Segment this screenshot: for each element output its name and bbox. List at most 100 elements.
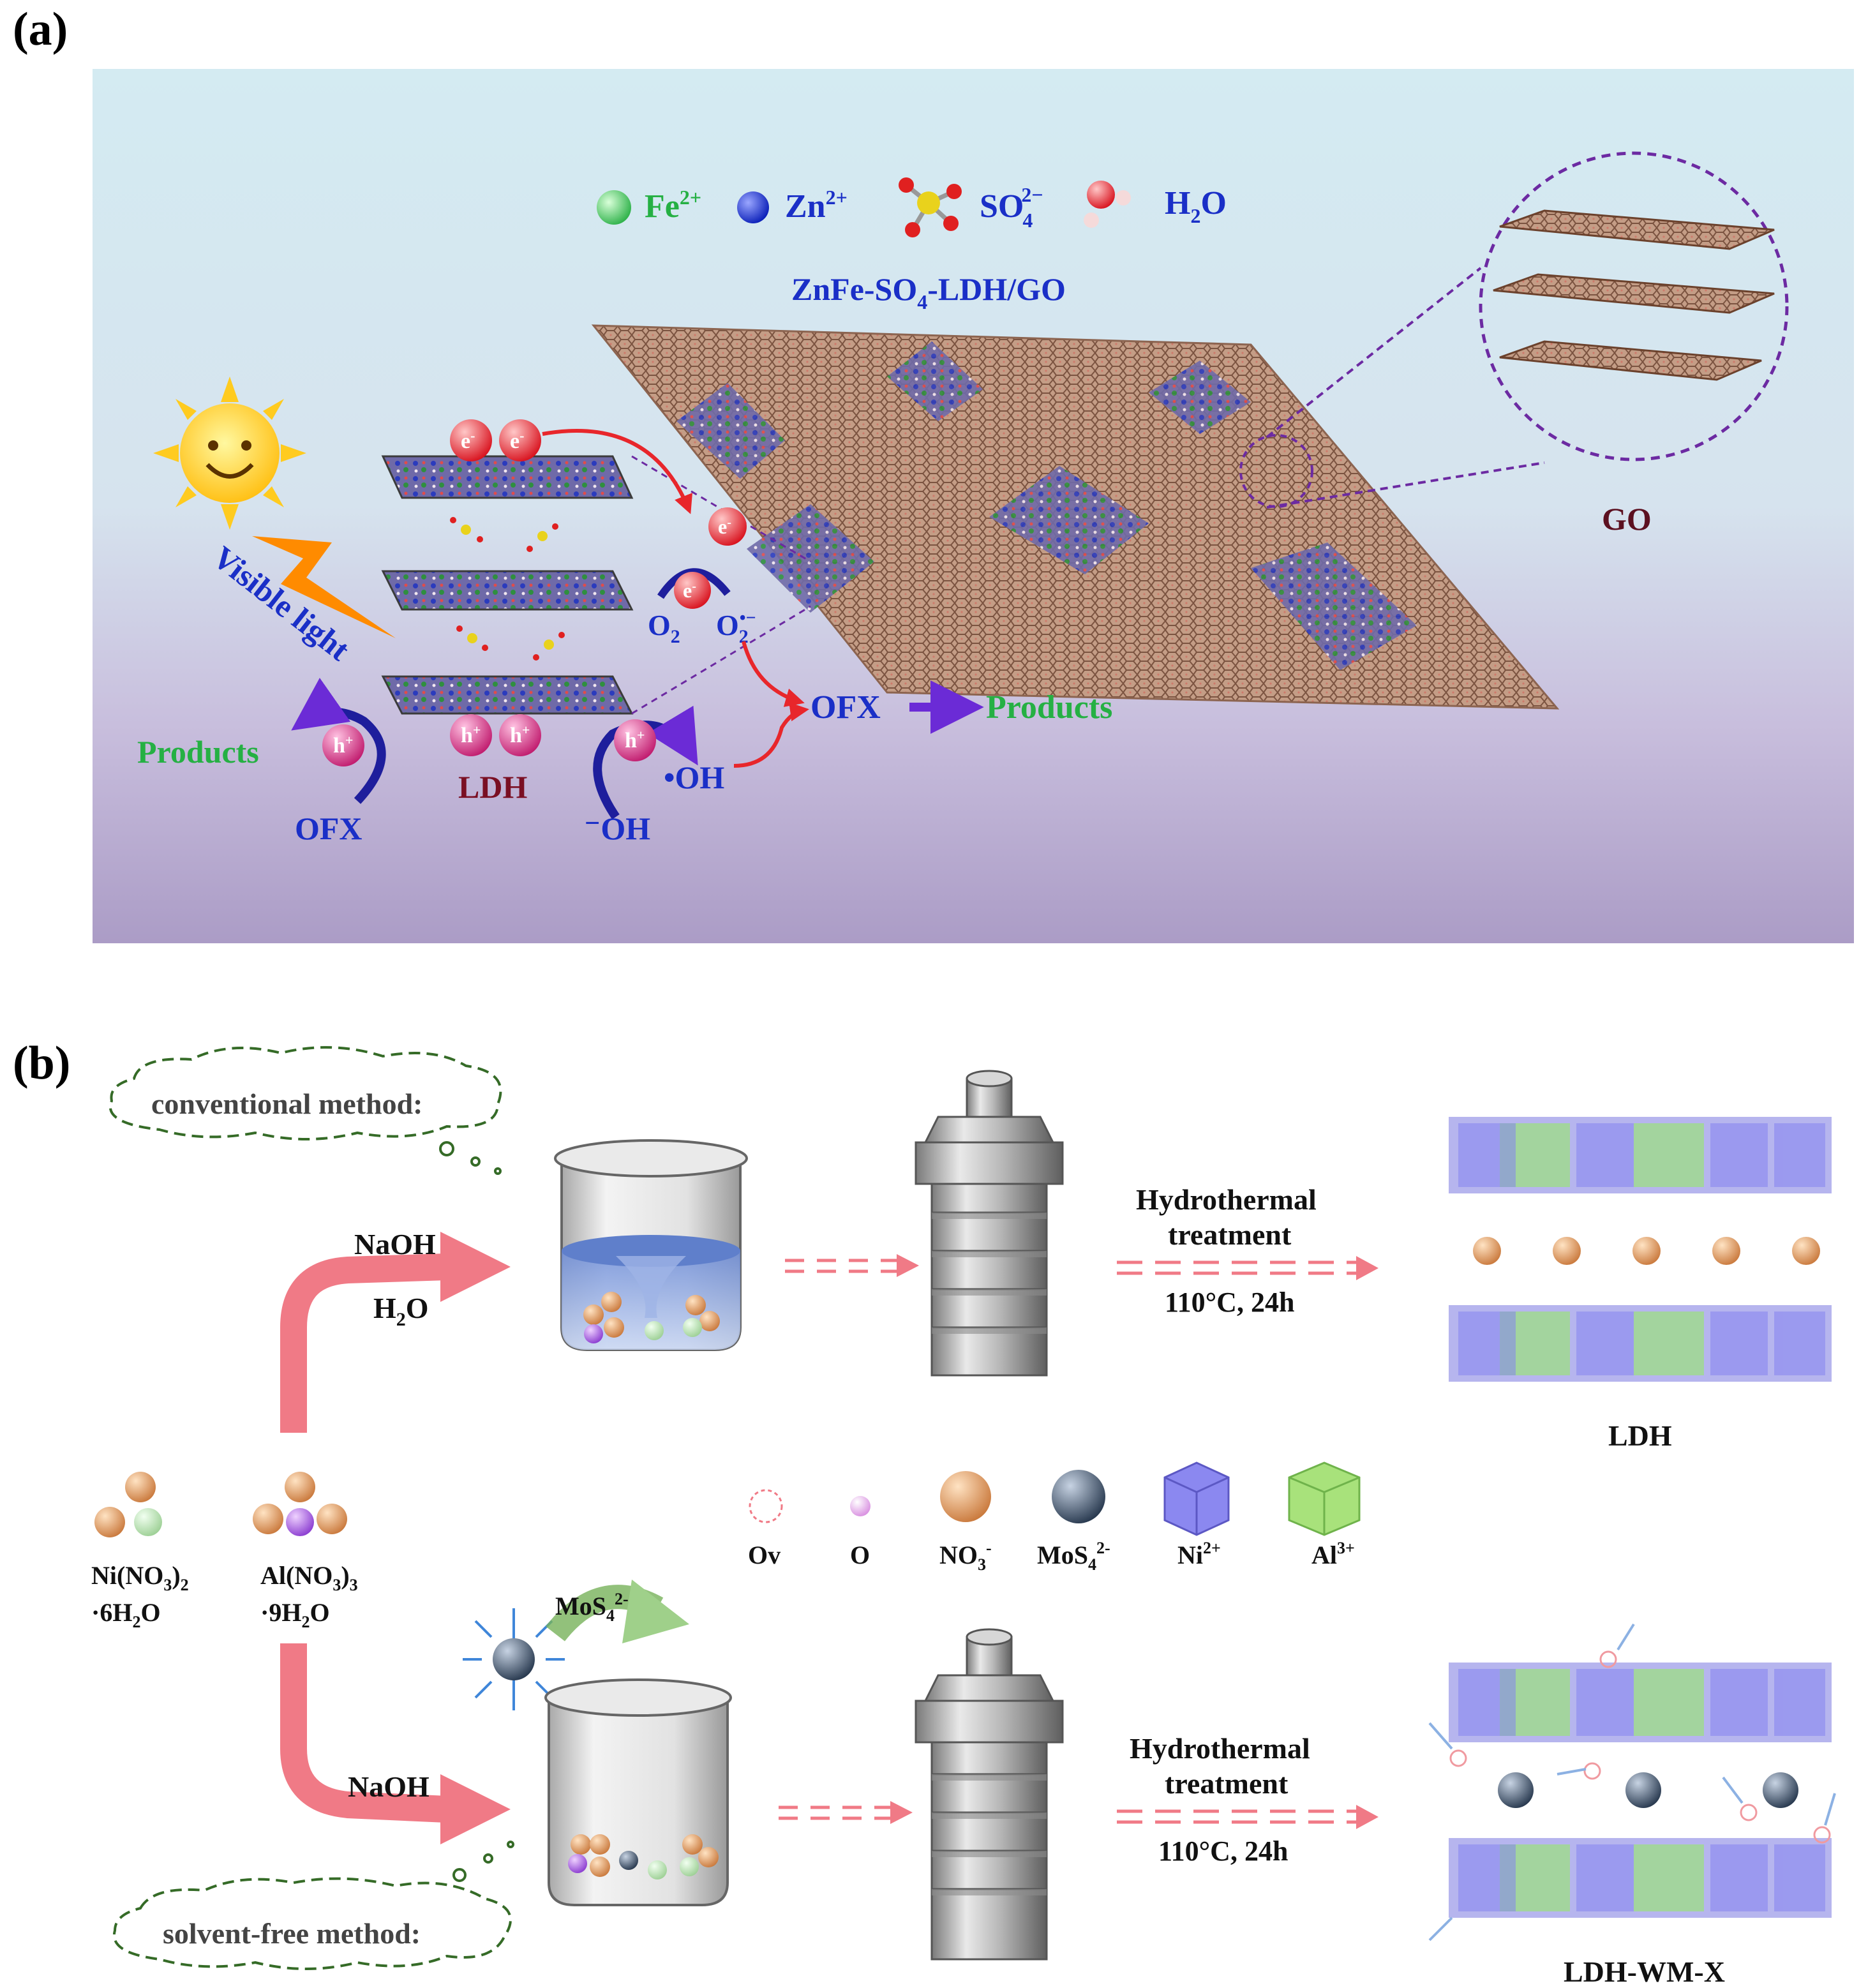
hole-4: h+ bbox=[614, 719, 656, 761]
beaker-solvent-free bbox=[544, 1678, 732, 1906]
solvent-free-route-arrowhead bbox=[440, 1774, 511, 1844]
electron-1: e- bbox=[450, 419, 492, 461]
naoh-top-label: NaOH bbox=[354, 1228, 436, 1260]
zn-ion-icon bbox=[737, 191, 769, 223]
o-legend-label: O bbox=[850, 1541, 870, 1569]
hole-2: h+ bbox=[499, 714, 541, 756]
hydrothermal-bottom-line1: Hydrothermal bbox=[1130, 1732, 1310, 1765]
hole-oxidation-arc bbox=[291, 678, 386, 804]
fe-ion-icon bbox=[597, 190, 631, 225]
panel-a-legend: Fe2+ Zn2+ SO42− H2O bbox=[597, 177, 1227, 237]
ni-octahedron-icon bbox=[1163, 1461, 1230, 1536]
mos4-addition-arrowhead bbox=[622, 1580, 689, 1643]
svg-text:e-: e- bbox=[461, 428, 475, 453]
molybdate-icon bbox=[1052, 1470, 1105, 1523]
radical-to-ofx-arrow bbox=[733, 702, 809, 768]
water-molecule-icon bbox=[1084, 181, 1131, 228]
oxygen-atom-icon bbox=[850, 1496, 870, 1516]
svg-text:h+: h+ bbox=[510, 722, 530, 747]
hydroxyl-radical-label: •OH bbox=[664, 759, 724, 795]
no3-legend-label: NO3- bbox=[939, 1539, 992, 1574]
water-legend-label: H2O bbox=[1165, 185, 1227, 227]
hydrothermal-top-line2: treatment bbox=[1168, 1218, 1292, 1251]
ldh-layered-structure bbox=[381, 455, 634, 715]
ldh-product-label: LDH bbox=[1608, 1419, 1672, 1452]
electron-3: e- bbox=[708, 507, 747, 546]
products-center-label: Products bbox=[986, 689, 1112, 726]
mos4-label: MoS42- bbox=[555, 1590, 629, 1625]
al-legend-label: Al3+ bbox=[1311, 1539, 1355, 1569]
sulfate-molecule-icon bbox=[899, 177, 962, 237]
hole-1: h+ bbox=[450, 714, 492, 756]
svg-text:h+: h+ bbox=[625, 727, 645, 752]
al-nitrate-formula: Al(NO3)3 bbox=[260, 1561, 358, 1594]
ldh-wm-product-label: LDH-WM-X bbox=[1564, 1955, 1725, 1988]
svg-text:h+: h+ bbox=[461, 722, 481, 747]
autoclave-bottom bbox=[915, 1628, 1064, 1961]
o2-label: O2 bbox=[648, 609, 680, 647]
ofx-left-label: OFX bbox=[295, 811, 362, 846]
oxygen-vacancy-icon bbox=[749, 1489, 783, 1523]
superoxide-to-ofx-arrow bbox=[742, 641, 805, 707]
dashed-arrow-top-2 bbox=[1117, 1256, 1378, 1280]
panel-b-legend: Ov O NO3- MoS42- Ni2+ Al3+ bbox=[748, 1461, 1361, 1574]
svg-text:e-: e- bbox=[718, 515, 731, 538]
go-zoom-source-circle bbox=[1239, 434, 1313, 508]
go-label: GO bbox=[1602, 501, 1652, 537]
nitrate-icon bbox=[940, 1471, 991, 1522]
svg-text:h+: h+ bbox=[333, 732, 353, 758]
zoom-line-bottom bbox=[1266, 461, 1545, 509]
beaker-with-solution bbox=[554, 1139, 748, 1351]
hole-3: h+ bbox=[322, 724, 364, 766]
svg-text:e-: e- bbox=[683, 579, 696, 602]
panel-b-tag: (b) bbox=[13, 1037, 70, 1089]
panel-a-tag: (a) bbox=[13, 3, 68, 56]
conventional-method-cloud bbox=[109, 1046, 502, 1175]
ldh-label: LDH bbox=[458, 769, 527, 805]
h2o-top-label: H2O bbox=[373, 1292, 429, 1330]
dashed-arrow-bottom-1 bbox=[779, 1801, 913, 1824]
hydroxide-oxidation-arc bbox=[593, 705, 698, 819]
sun-icon bbox=[153, 377, 306, 530]
dashed-arrow-top-1 bbox=[785, 1254, 919, 1277]
ldh-structure bbox=[1449, 1117, 1832, 1382]
electron-4: e- bbox=[674, 572, 711, 609]
al-nitrate-hydrate: ·9H2O bbox=[260, 1598, 330, 1631]
hydrothermal-bottom-line2: treatment bbox=[1165, 1767, 1289, 1800]
autoclave-top bbox=[915, 1070, 1064, 1377]
al-nitrate-molecule-icon bbox=[253, 1472, 347, 1536]
naoh-bottom-label: NaOH bbox=[348, 1770, 430, 1803]
go-layers-zoom bbox=[1493, 209, 1775, 381]
al-octahedron-icon bbox=[1288, 1461, 1361, 1536]
superoxide-label: O2•− bbox=[716, 608, 756, 647]
hydrothermal-bottom-conditions: 110°C, 24h bbox=[1158, 1835, 1288, 1867]
mos4-legend-label: MoS42- bbox=[1037, 1539, 1110, 1574]
zn-legend-label: Zn2+ bbox=[785, 186, 848, 225]
go-zoom-circle bbox=[1479, 151, 1789, 461]
solvent-free-route-arrow bbox=[280, 1643, 447, 1823]
ni-nitrate-formula: Ni(NO3)2 bbox=[91, 1561, 189, 1594]
zoom-line-top bbox=[1266, 267, 1482, 438]
ni-nitrate-hydrate: ·6H2O bbox=[91, 1598, 161, 1631]
sulfate-legend-label: SO42− bbox=[980, 183, 1043, 232]
ov-legend-label: Ov bbox=[748, 1541, 781, 1569]
dashed-arrow-bottom-2 bbox=[1117, 1805, 1378, 1829]
ldh-zoom-line-bottom bbox=[631, 605, 811, 715]
hydrothermal-top-conditions: 110°C, 24h bbox=[1165, 1287, 1294, 1318]
conventional-method-label: conventional method: bbox=[151, 1087, 423, 1120]
ldh-clusters bbox=[676, 341, 1417, 670]
svg-text:e-: e- bbox=[510, 428, 524, 453]
conventional-route-arrowhead bbox=[440, 1232, 511, 1302]
conventional-route-arrow bbox=[280, 1253, 447, 1433]
ofx-center-label: OFX bbox=[811, 689, 881, 726]
electron-2: e- bbox=[499, 419, 541, 461]
solvent-free-method-label: solvent-free method: bbox=[163, 1917, 421, 1950]
hydroxide-label: ⁻OH bbox=[584, 811, 650, 846]
ni-legend-label: Ni2+ bbox=[1177, 1539, 1221, 1569]
fe-legend-label: Fe2+ bbox=[645, 186, 701, 225]
solvent-free-method-cloud bbox=[112, 1841, 514, 1970]
hydrothermal-top-line1: Hydrothermal bbox=[1136, 1183, 1317, 1216]
electron-transfer-arrow bbox=[542, 429, 692, 514]
products-left-label: Products bbox=[137, 734, 259, 770]
